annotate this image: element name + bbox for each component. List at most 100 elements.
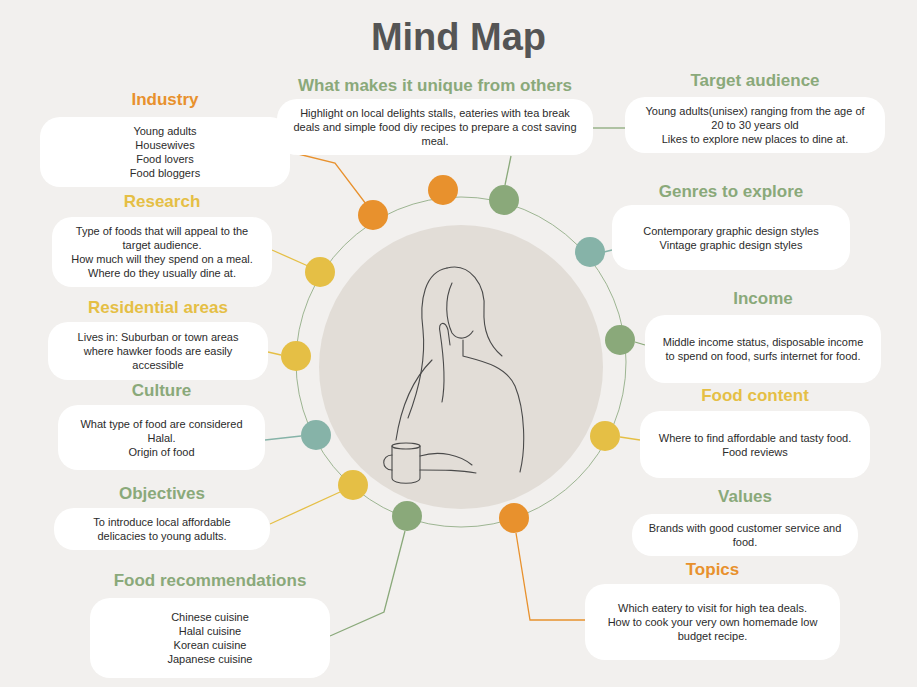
shoulder-line (463, 340, 524, 472)
leader-line (265, 436, 301, 440)
info-box: Food recommendationsChinese cuisineHalal… (90, 598, 330, 678)
box-text: Halal cuisine (167, 624, 252, 638)
dot (499, 503, 529, 533)
box-text: Highlight on local delights stalls, eate… (291, 106, 579, 148)
title: Mind Map (0, 16, 917, 59)
ring (296, 197, 626, 527)
info-box: Target audienceYoung adults(unisex) rang… (625, 97, 885, 153)
box-text: To introduce local affordable delicacies… (68, 515, 256, 543)
box-text: Korean cuisine (167, 638, 252, 652)
dot (305, 257, 335, 287)
info-box: Food contentWhere to find affordable and… (640, 411, 870, 478)
leader-line (635, 342, 645, 345)
box-text: Where do they usually dine at. (66, 266, 258, 280)
box-body: Young adults(unisex) ranging from the ag… (625, 104, 885, 146)
section-heading: Food recommendations (114, 571, 307, 591)
leader-line (620, 437, 640, 440)
cup-handle (384, 455, 392, 470)
section-heading: Topics (686, 560, 740, 580)
section-heading: Income (733, 289, 793, 309)
box-body: Where to find affordable and tasty food.… (645, 431, 865, 459)
hair-line (447, 267, 502, 356)
box-text: Contemporary graphic design styles (643, 224, 818, 238)
section-heading: Industry (131, 90, 198, 110)
section-heading: Values (718, 487, 772, 507)
info-box: ResearchType of foods that will appeal t… (52, 217, 272, 287)
leader-line (270, 492, 340, 524)
dot (605, 325, 635, 355)
hand-line (420, 470, 476, 473)
box-text: Food bloggers (130, 166, 200, 180)
box-text: How much will they spend on a meal. (66, 252, 258, 266)
leader-line (604, 250, 612, 252)
box-body: Young adultsHousewivesFood loversFood bl… (116, 124, 214, 180)
dot (489, 185, 519, 215)
dot (281, 341, 311, 371)
box-body: Which eatery to visit for high tea deals… (585, 601, 840, 643)
info-box: Residential areasLives in: Suburban or t… (48, 322, 268, 380)
info-box: IndustryYoung adultsHousewivesFood lover… (40, 117, 290, 187)
leader-line (505, 156, 511, 185)
box-body: What type of food are considered Halal.O… (58, 417, 265, 459)
woman-drawing (384, 267, 524, 483)
box-body: Highlight on local delights stalls, eate… (277, 106, 593, 148)
section-heading: Residential areas (88, 298, 228, 318)
box-text: Young adults (130, 124, 200, 138)
section-heading: Objectives (119, 484, 205, 504)
box-text: What type of food are considered Halal. (72, 417, 251, 445)
leader-line (593, 127, 625, 128)
leader-line (272, 250, 308, 266)
dot (358, 200, 388, 230)
info-box: TopicsWhich eatery to visit for high tea… (585, 584, 840, 660)
box-body: To introduce local affordable delicacies… (54, 515, 270, 543)
arm-line (440, 323, 450, 402)
section-heading: Target audience (690, 71, 819, 91)
section-heading: Culture (132, 381, 192, 401)
box-text: How to cook your very own homemade low b… (599, 615, 826, 643)
box-text: Which eatery to visit for high tea deals… (599, 601, 826, 615)
box-text: Vintage graphic design styles (643, 238, 818, 252)
box-text: Lives in: Suburban or town areas where h… (62, 330, 254, 372)
box-text: Housewives (130, 138, 200, 152)
info-box: ValuesBrands with good customer service … (632, 514, 858, 556)
box-body: Chinese cuisineHalal cuisineKorean cuisi… (153, 610, 266, 666)
info-box: CultureWhat type of food are considered … (58, 405, 265, 470)
cup (392, 446, 420, 483)
section-heading: What makes it unique from others (298, 76, 572, 96)
section-heading: Food content (701, 386, 809, 406)
dot (338, 470, 368, 500)
leader-line (516, 533, 585, 620)
dot (575, 237, 605, 267)
box-text: Likes to explore new places to dine at. (639, 132, 871, 146)
ring-dots (281, 175, 635, 533)
box-text: Origin of food (72, 445, 251, 459)
box-text: Chinese cuisine (167, 610, 252, 624)
box-body: Brands with good customer service and fo… (632, 521, 858, 549)
cup-rim (392, 443, 420, 449)
box-text: Where to find affordable and tasty food. (659, 431, 851, 445)
box-text: Food reviews (659, 445, 851, 459)
section-heading: Genres to explore (659, 182, 804, 202)
info-box: What makes it unique from othersHighligh… (277, 99, 593, 155)
box-body: Lives in: Suburban or town areas where h… (48, 330, 268, 372)
dot (392, 501, 422, 531)
center-disc (319, 225, 603, 509)
box-text: Brands with good customer service and fo… (646, 521, 844, 549)
box-text: Food lovers (130, 152, 200, 166)
section-heading: Research (124, 192, 201, 212)
leader-lines (265, 128, 645, 636)
box-text: Young adults(unisex) ranging from the ag… (639, 104, 871, 132)
info-box: IncomeMiddle income status, disposable i… (645, 315, 881, 383)
leader-line (268, 352, 281, 355)
leader-line (330, 531, 405, 636)
info-box: Genres to exploreContemporary graphic de… (612, 205, 850, 270)
dot (428, 175, 458, 205)
box-body: Contemporary graphic design stylesVintag… (629, 224, 832, 252)
shoulder-line (396, 360, 432, 440)
box-body: Middle income status, disposable income … (645, 335, 881, 363)
dot (301, 420, 331, 450)
dot (590, 421, 620, 451)
hand-line (420, 453, 472, 465)
box-text: Japanese cuisine (167, 652, 252, 666)
